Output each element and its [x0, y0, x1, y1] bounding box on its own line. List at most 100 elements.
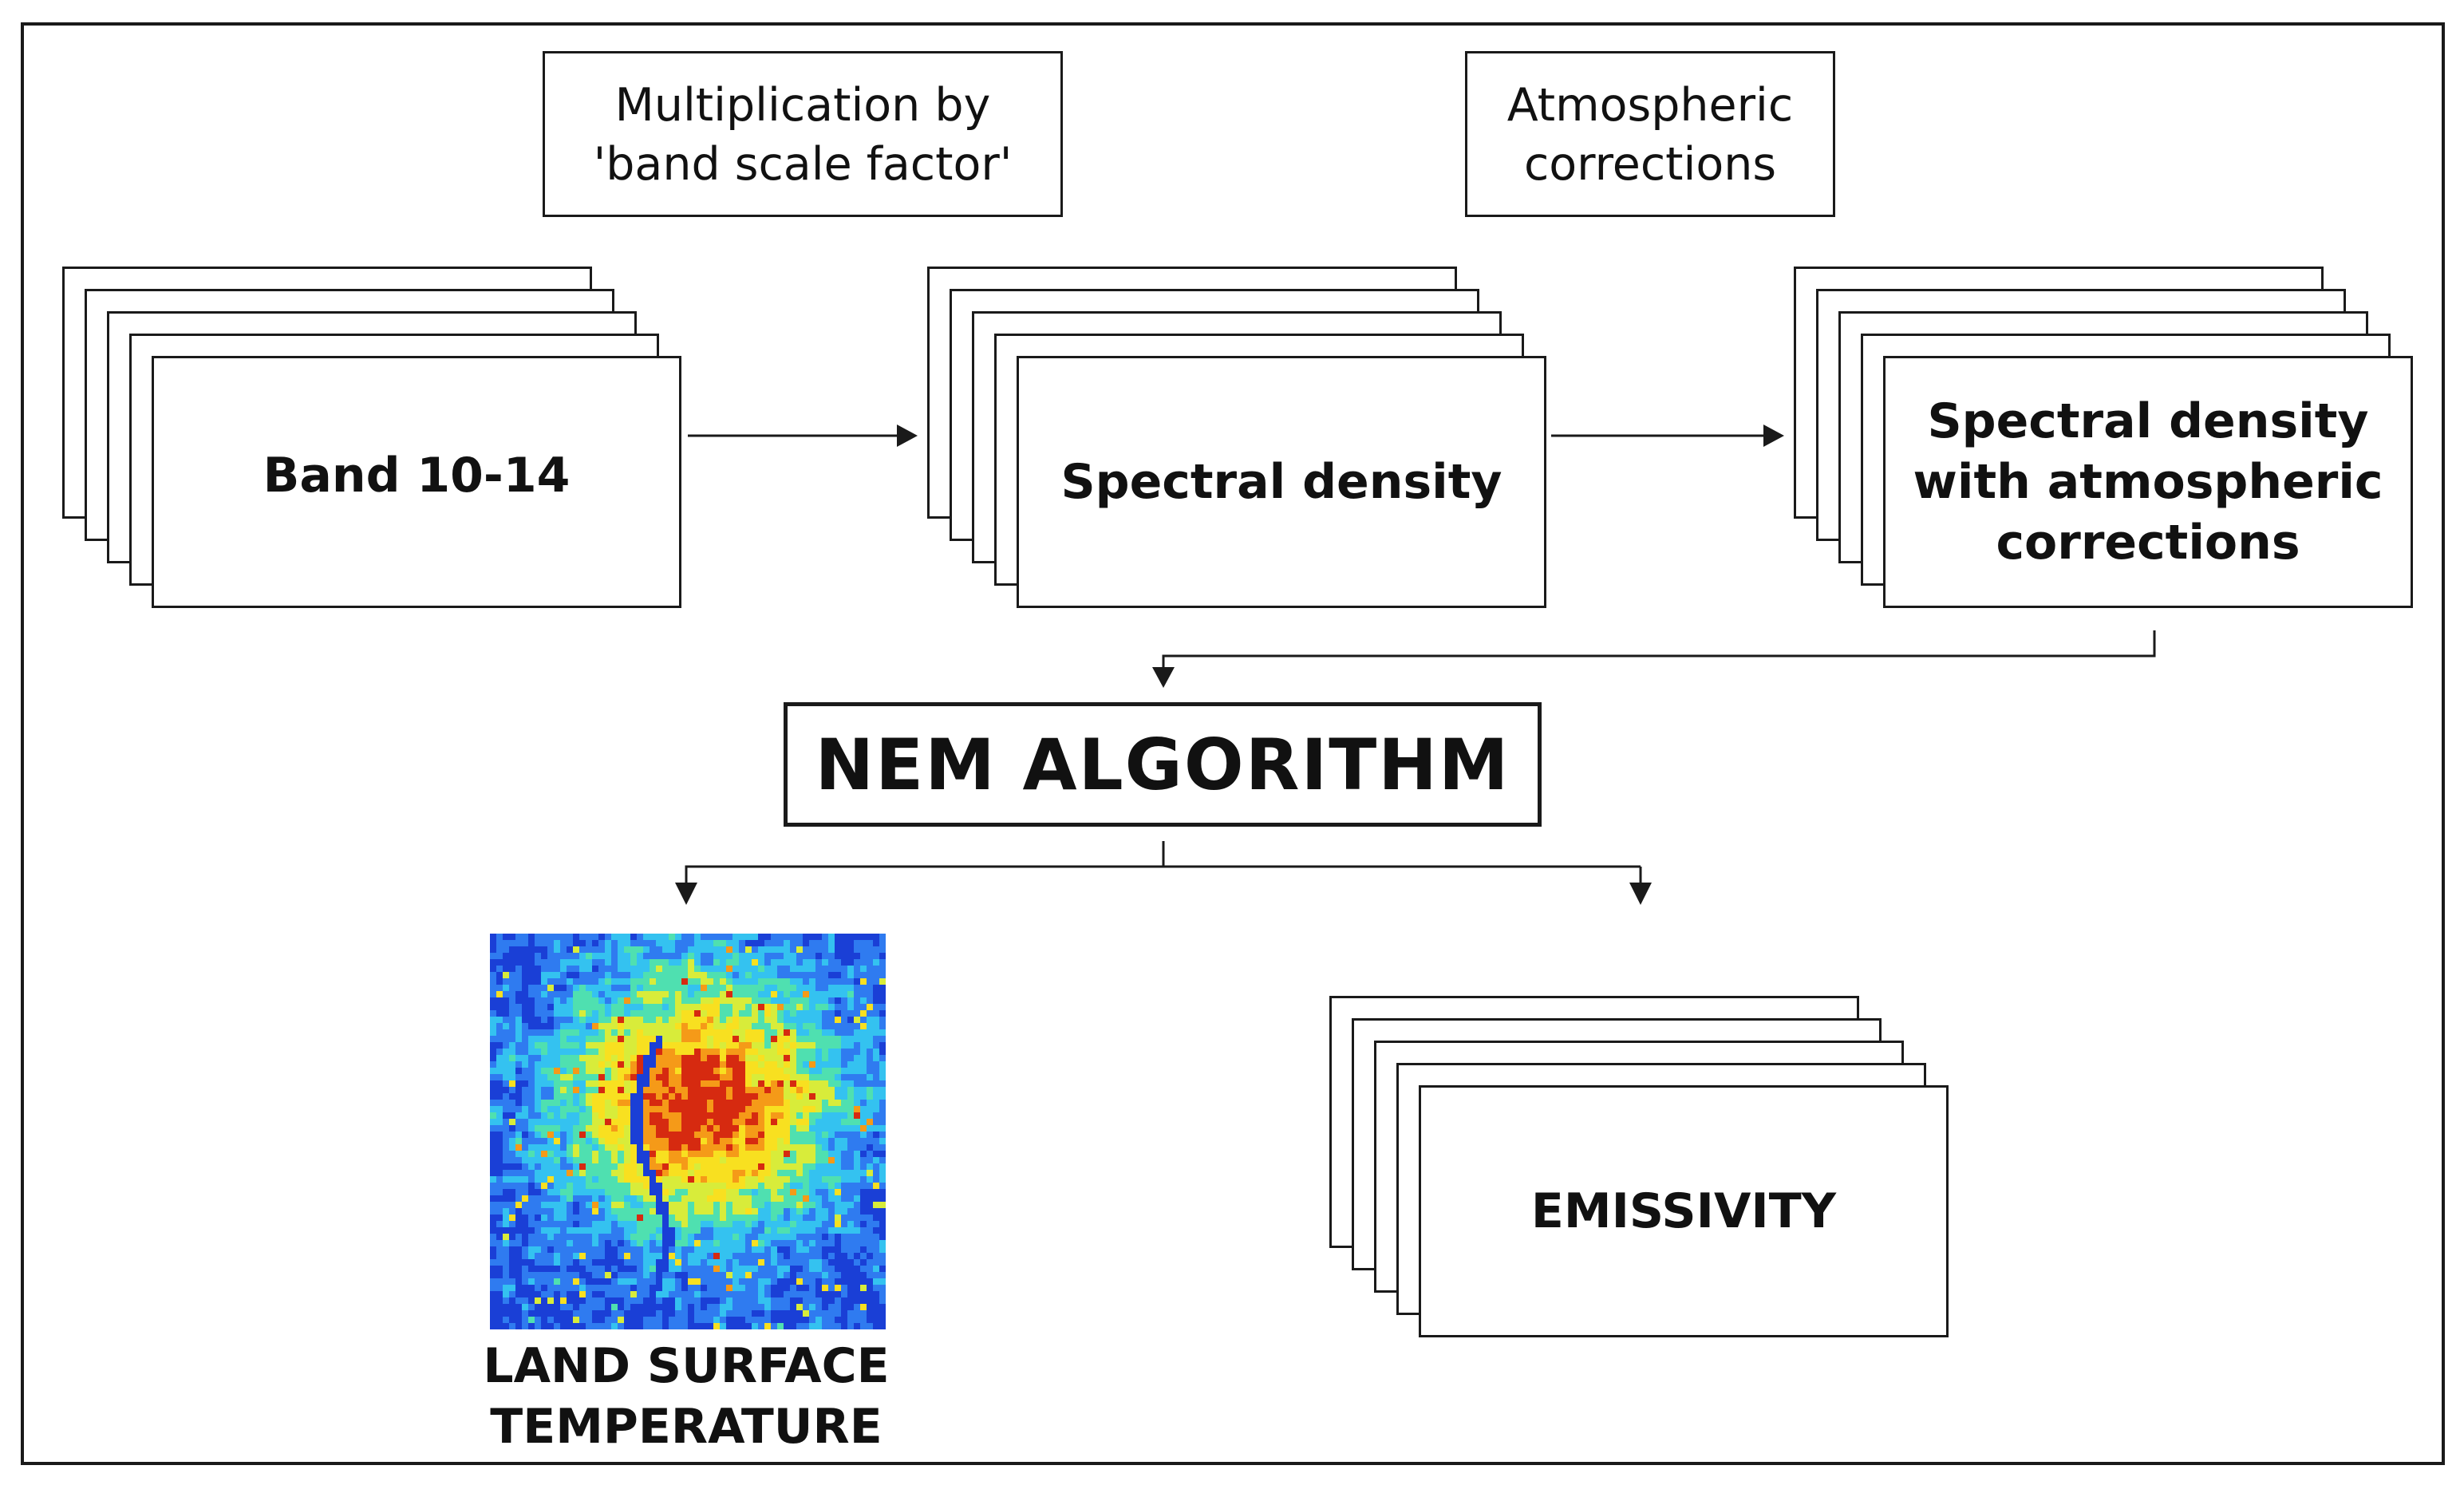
- thermal-pixel: [784, 1074, 790, 1080]
- thermal-pixel: [624, 1023, 630, 1029]
- thermal-pixel: [764, 1100, 771, 1106]
- thermal-pixel: [592, 991, 598, 997]
- thermal-pixel: [503, 1029, 509, 1036]
- thermal-pixel: [701, 1297, 707, 1304]
- thermal-pixel: [835, 1195, 841, 1202]
- thermal-pixel: [713, 959, 720, 966]
- thermal-pixel: [701, 1285, 707, 1291]
- thermal-pixel: [509, 1049, 515, 1055]
- thermal-pixel: [554, 1157, 560, 1163]
- thermal-pixel: [496, 1246, 503, 1253]
- thermal-pixel: [701, 1068, 707, 1074]
- thermal-pixel: [624, 934, 630, 940]
- thermal-pixel: [560, 972, 567, 978]
- thermal-pixel: [745, 1259, 752, 1266]
- thermal-pixel: [515, 934, 522, 940]
- thermal-pixel: [522, 1170, 528, 1176]
- thermal-pixel: [662, 946, 669, 953]
- thermal-pixel: [688, 1259, 694, 1266]
- thermal-pixel: [522, 940, 528, 946]
- thermal-pixel: [579, 966, 586, 972]
- thermal-pixel: [828, 1010, 835, 1017]
- thermal-pixel: [522, 1132, 528, 1138]
- thermal-pixel: [611, 1068, 618, 1074]
- thermal-pixel: [732, 1074, 739, 1080]
- thermal-pixel: [784, 1112, 790, 1119]
- thermal-pixel: [675, 1093, 681, 1100]
- thermal-pixel: [624, 1278, 630, 1285]
- thermal-pixel: [598, 1068, 605, 1074]
- thermal-pixel: [707, 1125, 713, 1132]
- thermal-pixel: [732, 959, 739, 966]
- thermal-pixel: [586, 1036, 592, 1042]
- thermal-pixel: [784, 1317, 790, 1323]
- thermal-pixel: [720, 1042, 726, 1049]
- thermal-pixel: [867, 1323, 873, 1329]
- thermal-pixel: [809, 1323, 815, 1329]
- thermal-pixel: [822, 1132, 828, 1138]
- thermal-pixel: [815, 1074, 822, 1080]
- thermal-pixel: [835, 1163, 841, 1170]
- thermal-pixel: [764, 1278, 771, 1285]
- thermal-pixel: [713, 1080, 720, 1087]
- thermal-pixel: [662, 940, 669, 946]
- thermal-pixel: [496, 1087, 503, 1093]
- thermal-pixel: [586, 1183, 592, 1189]
- thermal-pixel: [815, 1163, 822, 1170]
- thermal-pixel: [854, 1310, 860, 1317]
- thermal-pixel: [579, 1125, 586, 1132]
- thermal-pixel: [726, 1183, 732, 1189]
- thermal-pixel: [669, 1221, 675, 1227]
- thermal-pixel: [822, 959, 828, 966]
- thermal-pixel: [509, 1029, 515, 1036]
- thermal-pixel: [490, 997, 496, 1004]
- thermal-pixel: [752, 1029, 758, 1036]
- thermal-pixel: [752, 1049, 758, 1055]
- thermal-pixel: [681, 1310, 688, 1317]
- thermal-pixel: [758, 1100, 764, 1106]
- thermal-pixel: [541, 978, 547, 985]
- thermal-pixel: [605, 1068, 611, 1074]
- thermal-pixel: [592, 1017, 598, 1023]
- thermal-pixel: [701, 1221, 707, 1227]
- thermal-pixel: [873, 1215, 879, 1221]
- thermal-pixel: [611, 1157, 618, 1163]
- thermal-pixel: [720, 1017, 726, 1023]
- thermal-pixel: [567, 1259, 573, 1266]
- thermal-pixel: [541, 1023, 547, 1029]
- thermal-pixel: [777, 959, 784, 966]
- thermal-pixel: [854, 934, 860, 940]
- thermal-pixel: [828, 1119, 835, 1125]
- thermal-pixel: [739, 1132, 745, 1138]
- thermal-pixel: [822, 1106, 828, 1112]
- thermal-pixel: [771, 1195, 777, 1202]
- thermal-pixel: [726, 1138, 732, 1144]
- thermal-pixel: [624, 1106, 630, 1112]
- thermal-pixel: [662, 1195, 669, 1202]
- thermal-pixel: [771, 1189, 777, 1195]
- thermal-pixel: [650, 1106, 656, 1112]
- thermal-pixel: [605, 1132, 611, 1138]
- thermal-pixel: [541, 1221, 547, 1227]
- thermal-pixel: [822, 1042, 828, 1049]
- thermal-pixel: [828, 1068, 835, 1074]
- thermal-pixel: [815, 940, 822, 946]
- thermal-pixel: [503, 1234, 509, 1240]
- thermal-pixel: [605, 1144, 611, 1151]
- thermal-pixel: [618, 1189, 624, 1195]
- thermal-pixel: [828, 1310, 835, 1317]
- thermal-pixel: [669, 1183, 675, 1189]
- thermal-pixel: [707, 1310, 713, 1317]
- thermal-pixel: [752, 1106, 758, 1112]
- thermal-pixel: [694, 1189, 701, 1195]
- thermal-pixel: [503, 1163, 509, 1170]
- thermal-pixel: [669, 1112, 675, 1119]
- thermal-pixel: [873, 1106, 879, 1112]
- thermal-pixel: [490, 1317, 496, 1323]
- thermal-pixel: [528, 1202, 535, 1208]
- thermal-pixel: [796, 1234, 803, 1240]
- thermal-pixel: [681, 1074, 688, 1080]
- thermal-pixel: [656, 1074, 662, 1080]
- thermal-pixel: [745, 1304, 752, 1310]
- thermal-pixel: [490, 966, 496, 972]
